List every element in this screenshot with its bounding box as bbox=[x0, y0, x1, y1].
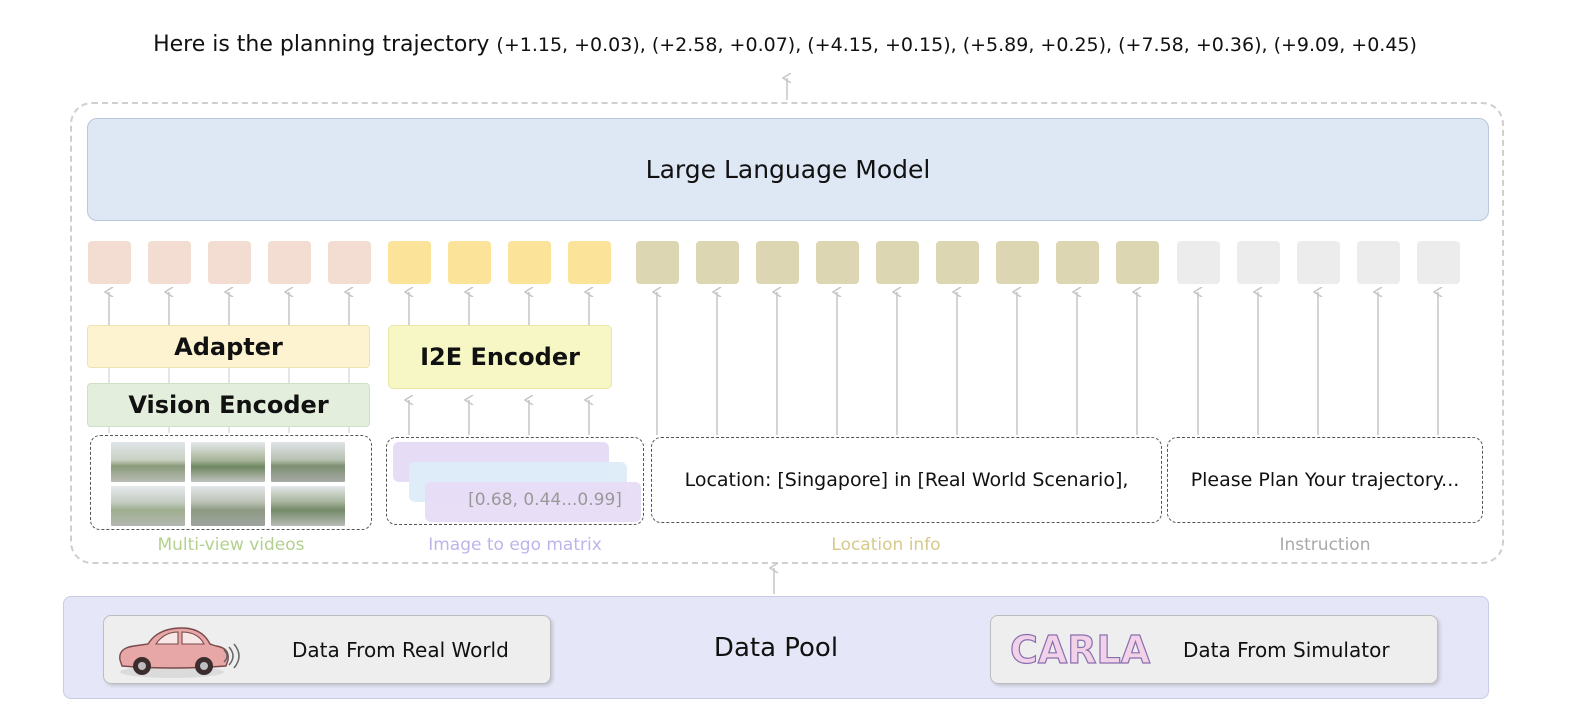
data-pool-title: Data Pool bbox=[713, 632, 839, 663]
video-thumbnail bbox=[271, 442, 345, 482]
caption-image-to-ego-matrix: Image to ego matrix bbox=[428, 535, 602, 555]
output-prefix: Here is the planning trajectory bbox=[153, 32, 490, 57]
video-thumbnail bbox=[191, 442, 265, 482]
token-square bbox=[1177, 241, 1220, 284]
vision-encoder-label: Vision Encoder bbox=[128, 391, 329, 419]
token-square bbox=[268, 241, 311, 284]
token-square bbox=[1116, 241, 1159, 284]
token-square bbox=[1417, 241, 1460, 284]
caption-instruction: Instruction bbox=[1279, 535, 1371, 555]
real-world-label: Data From Real World bbox=[292, 638, 509, 662]
ego-matrix-box bbox=[386, 437, 644, 525]
instruction-box: Please Plan Your trajectory... bbox=[1167, 437, 1483, 523]
vision-encoder-block: Vision Encoder bbox=[87, 383, 370, 427]
simulator-label: Data From Simulator bbox=[1183, 638, 1390, 662]
adapter-block: Adapter bbox=[87, 325, 370, 368]
multi-view-videos-box bbox=[90, 435, 372, 530]
llm-label: Large Language Model bbox=[645, 155, 931, 184]
token-square bbox=[148, 241, 191, 284]
location-info-box: Location: [Singapore] in [Real World Sce… bbox=[651, 437, 1162, 523]
carla-logo: CARLA bbox=[1009, 627, 1151, 672]
token-square bbox=[696, 241, 739, 284]
i2e-encoder-block: I2E Encoder bbox=[388, 325, 612, 389]
token-square bbox=[936, 241, 979, 284]
token-square bbox=[208, 241, 251, 284]
token-square bbox=[1297, 241, 1340, 284]
token-square bbox=[1357, 241, 1400, 284]
token-square bbox=[568, 241, 611, 284]
i2e-encoder-label: I2E Encoder bbox=[420, 343, 580, 371]
token-square bbox=[388, 241, 431, 284]
token-square bbox=[88, 241, 131, 284]
token-square bbox=[756, 241, 799, 284]
instruction-text: Please Plan Your trajectory... bbox=[1190, 469, 1460, 491]
matrix-values: [0.68, 0.44...0.99] bbox=[468, 490, 622, 510]
simulator-data-card bbox=[990, 615, 1438, 684]
token-square bbox=[508, 241, 551, 284]
token-square bbox=[448, 241, 491, 284]
model-frame bbox=[70, 102, 1504, 564]
llm-block: Large Language Model bbox=[87, 118, 1489, 221]
matrix-layer bbox=[425, 482, 641, 522]
video-thumbnail bbox=[271, 486, 345, 526]
token-square bbox=[876, 241, 919, 284]
token-square bbox=[636, 241, 679, 284]
output-trajectory-text: Here is the planning trajectory (+1.15, … bbox=[0, 32, 1570, 57]
token-square bbox=[816, 241, 859, 284]
video-thumbnail bbox=[111, 442, 185, 482]
video-thumbnail bbox=[191, 486, 265, 526]
location-text: Location: [Singapore] in [Real World Sce… bbox=[684, 469, 1129, 491]
caption-location-info: Location info bbox=[831, 535, 941, 555]
token-square bbox=[1056, 241, 1099, 284]
token-square bbox=[328, 241, 371, 284]
caption-multi-view-videos: Multi-view videos bbox=[157, 535, 305, 555]
token-square bbox=[996, 241, 1039, 284]
car-icon bbox=[119, 627, 240, 678]
video-thumbnail bbox=[111, 486, 185, 526]
data-pool-title-wrap: Data Pool bbox=[63, 596, 1489, 699]
token-square bbox=[1237, 241, 1280, 284]
trajectory-values: (+1.15, +0.03), (+2.58, +0.07), (+4.15, … bbox=[496, 34, 1417, 56]
adapter-label: Adapter bbox=[174, 332, 283, 361]
carla-logo-text: CARLA bbox=[1010, 628, 1151, 672]
